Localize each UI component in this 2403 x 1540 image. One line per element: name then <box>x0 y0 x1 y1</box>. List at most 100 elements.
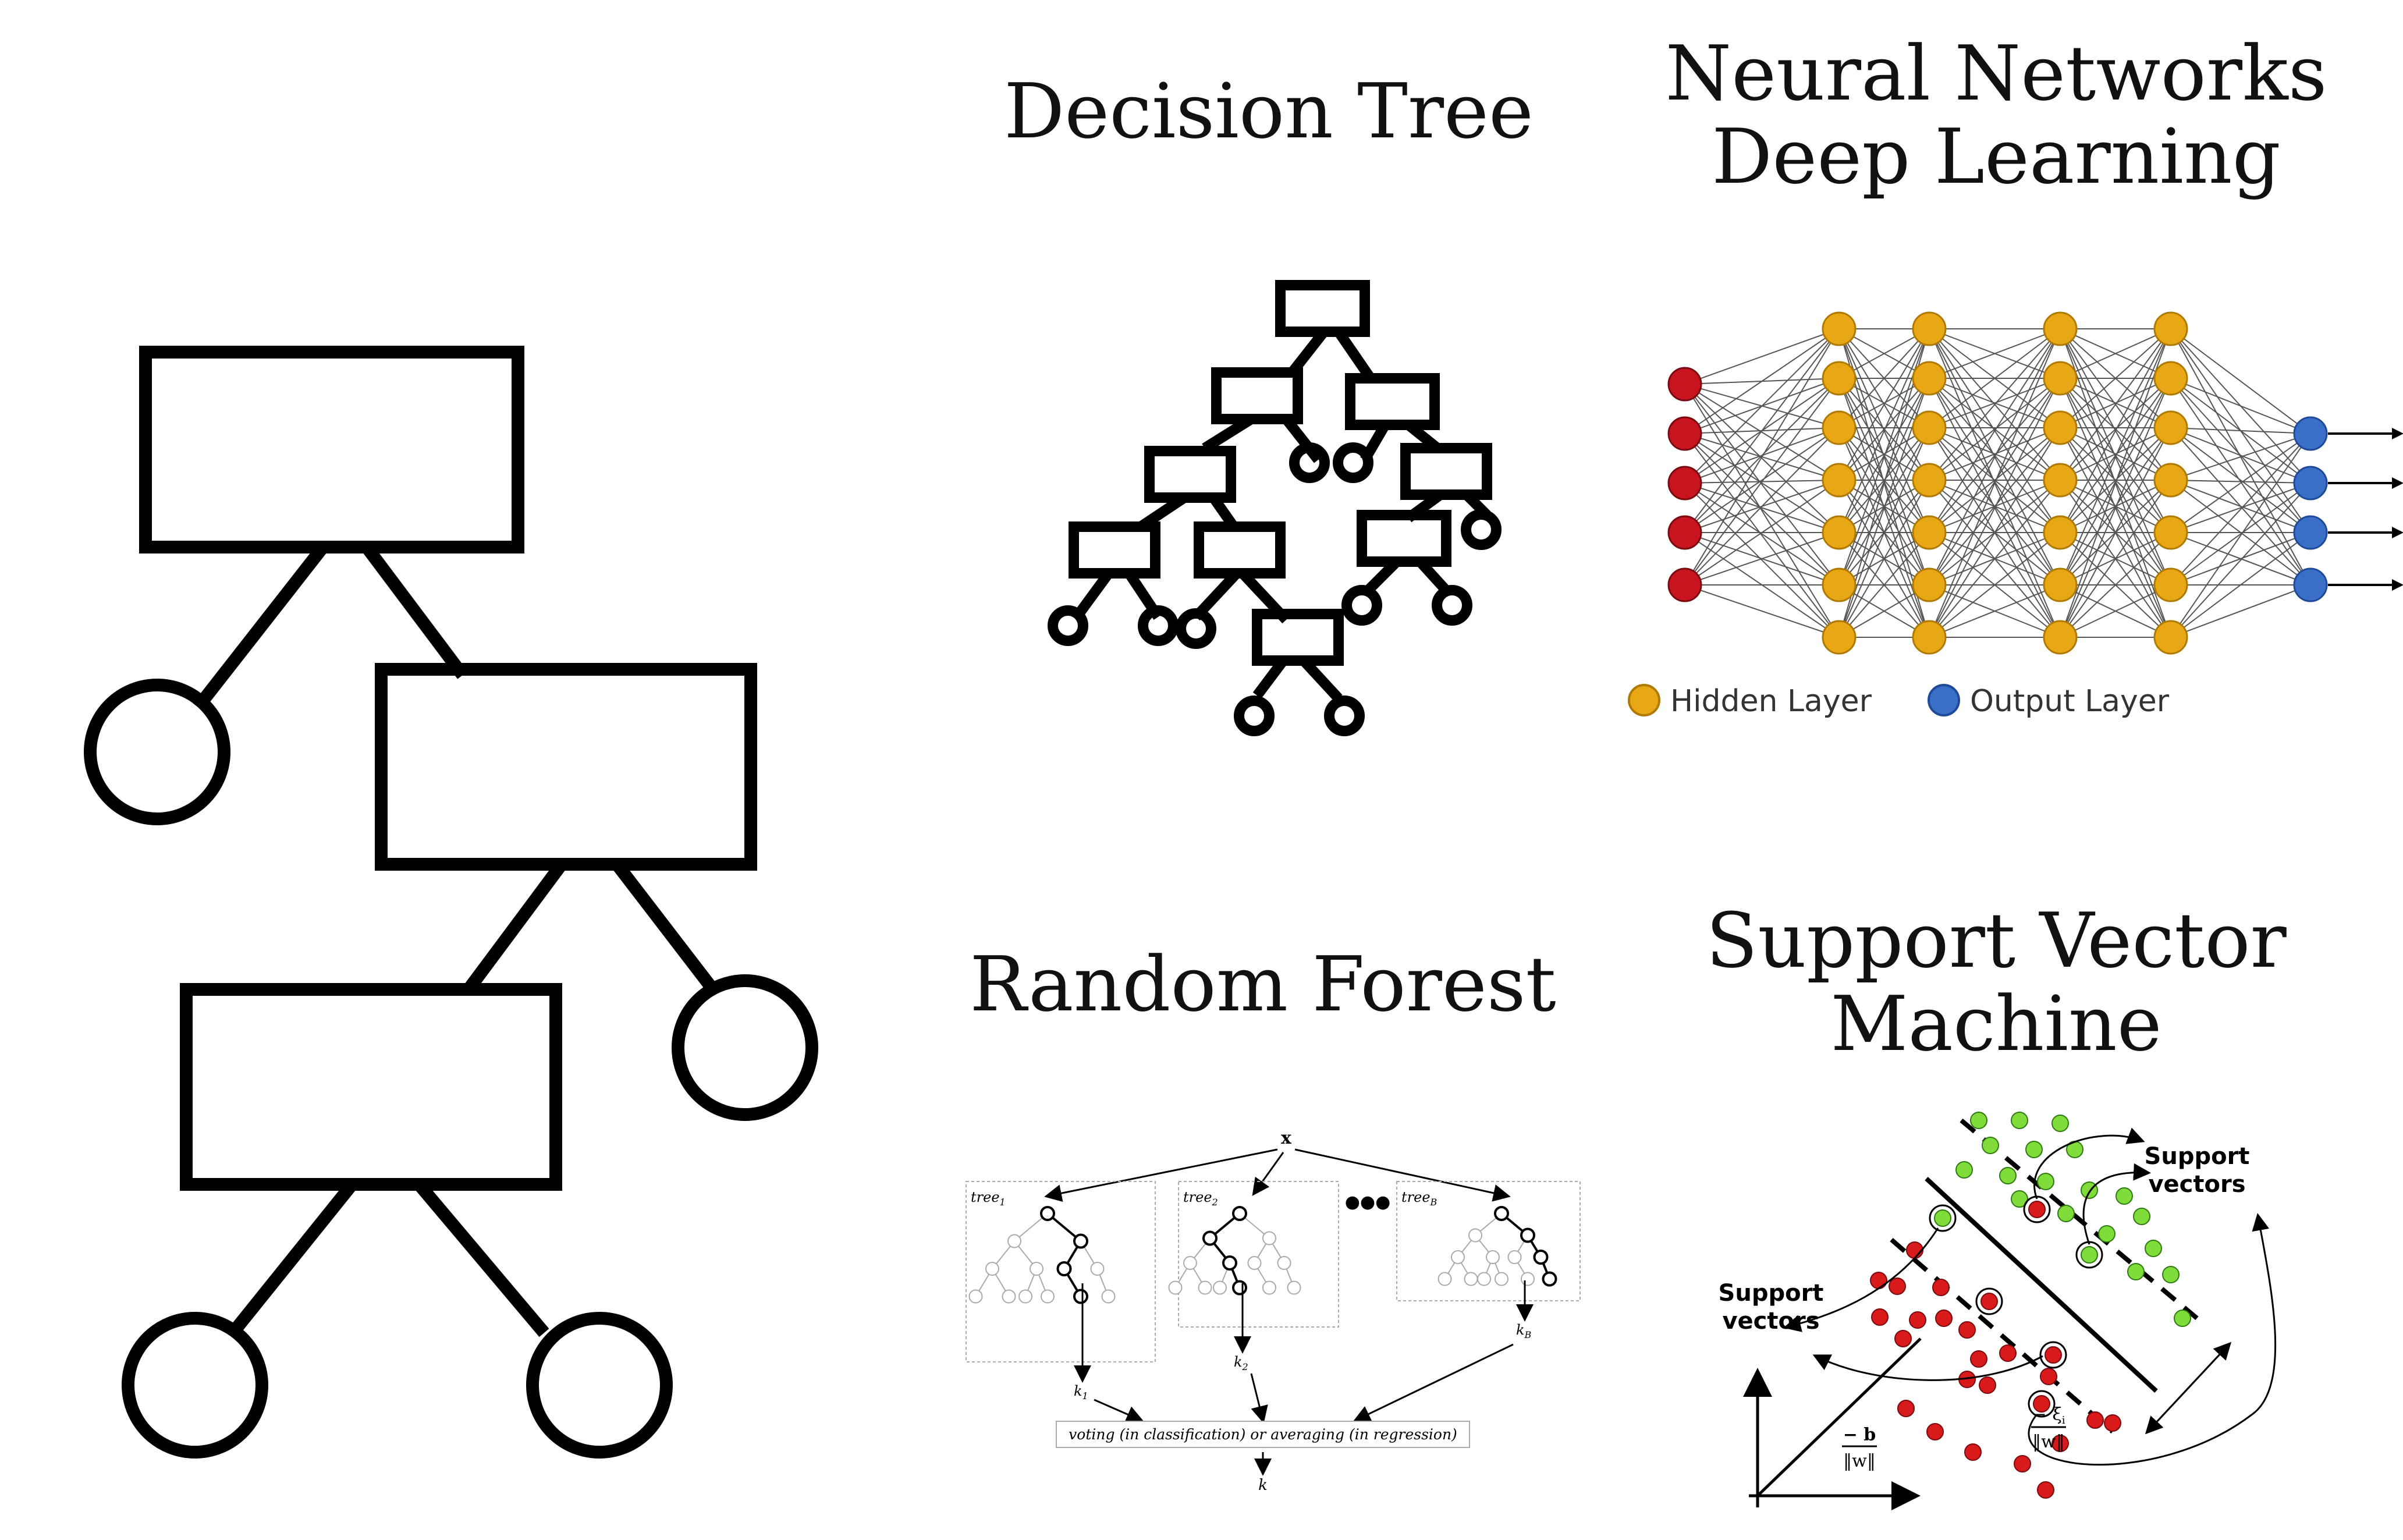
dt-icon-leaf <box>1234 696 1275 736</box>
rf-tree-node <box>1437 1272 1452 1286</box>
nn-connection <box>1838 328 1930 481</box>
nn-connection <box>1929 378 2061 638</box>
dt-icon-edge <box>1287 328 1329 376</box>
svm-negative-point <box>1935 1310 1953 1327</box>
nn-output-node <box>2293 567 2328 602</box>
svm-negative-point <box>2104 1414 2121 1432</box>
nn-connection <box>2170 433 2311 586</box>
svm-negative-point <box>2040 1368 2057 1385</box>
rf-tree-node <box>1090 1262 1105 1276</box>
nn-connection <box>2170 433 2311 533</box>
nn-connection <box>2170 433 2311 638</box>
output-layer-legend-label: Output Layer <box>1970 684 2170 719</box>
nn-connection <box>1929 378 2061 533</box>
rf-tree-2-box <box>1178 1181 1339 1328</box>
dt-icon-edge <box>1300 657 1343 702</box>
nn-hidden-node <box>1912 567 1947 602</box>
nn-connection <box>2170 532 2311 638</box>
svm-heading-line1: Support Vector <box>1706 896 2287 985</box>
nn-connection <box>2060 328 2171 638</box>
large-tree-edge <box>414 1180 549 1337</box>
neural-networks-heading: Neural Networks Deep Learning <box>1618 32 2374 198</box>
svm-support-vectors-left-line2: vectors <box>1722 1308 1819 1335</box>
nn-hidden-node <box>2153 515 2188 550</box>
nn-hidden-node <box>1912 463 1947 498</box>
svm-negative-point <box>2014 1455 2031 1472</box>
nn-hidden-node <box>2043 361 2078 396</box>
dt-icon-node <box>1211 367 1303 424</box>
svm-negative-point <box>2086 1411 2104 1429</box>
nn-connection <box>1684 433 1840 638</box>
random-forest-diagram: x tree1 tree2 treeB ●●● k1 k2 kB voting … <box>966 1128 1581 1494</box>
rf-tree-node <box>1507 1250 1522 1264</box>
large-tree-leaf <box>122 1312 268 1459</box>
rf-tree-b-box <box>1396 1181 1581 1301</box>
nn-hidden-node <box>1822 515 1857 550</box>
large-tree-node-root <box>139 346 524 553</box>
rf-tree-node <box>1018 1289 1032 1304</box>
rf-tree-node <box>1002 1289 1016 1304</box>
nn-connection <box>2170 433 2311 481</box>
svm-positive-point <box>2037 1173 2054 1190</box>
nn-connection <box>1684 433 1840 533</box>
svm-positive-point <box>2127 1263 2145 1280</box>
large-tree-edge <box>228 1180 357 1337</box>
nn-connection <box>2170 427 2311 533</box>
decision-tree-heading: Decision Tree <box>1004 67 1534 155</box>
rf-tree-node <box>1213 1280 1227 1295</box>
nn-connection <box>2060 427 2171 533</box>
large-tree-leaf <box>84 679 230 825</box>
rf-tree-b-output: kB <box>1516 1322 1532 1340</box>
nn-connection <box>1929 328 2061 481</box>
rf-tree-node <box>1262 1280 1276 1295</box>
rf-tree-node <box>1198 1280 1212 1295</box>
rf-tree-1-label: tree1 <box>971 1189 1006 1208</box>
nn-connection <box>2060 480 2171 638</box>
nn-connection <box>1929 378 2061 481</box>
nn-input-node <box>1667 416 1702 451</box>
rf-tree-node <box>1232 1206 1247 1221</box>
dt-icon-node <box>1069 521 1160 579</box>
nn-connection <box>1929 427 2061 586</box>
nn-connection <box>2170 482 2311 586</box>
dt-icon-node <box>1194 521 1286 579</box>
nn-connection <box>2170 480 2311 533</box>
nn-connection <box>2060 328 2171 428</box>
large-tree-edge <box>463 860 567 993</box>
svm-positive-point <box>2174 1310 2191 1327</box>
nn-output-arrowhead <box>2392 527 2403 538</box>
svm-b-denominator: ‖w‖ <box>1843 1451 1876 1471</box>
nn-connection <box>2170 480 2311 484</box>
nn-connection <box>1684 433 1840 586</box>
nn-output-node <box>2293 515 2328 550</box>
dt-icon-node <box>1144 446 1236 503</box>
large-tree-node-2 <box>375 663 757 871</box>
nn-connection <box>1684 427 1840 533</box>
nn-connection <box>1838 427 1930 638</box>
rf-tree-node <box>1101 1289 1116 1304</box>
nn-connection <box>2060 378 2171 428</box>
rf-tree-node <box>1040 1206 1055 1221</box>
nn-hidden-node <box>2043 515 2078 550</box>
rf-vote-arrow <box>1094 1399 1144 1423</box>
nn-output-arrowhead <box>2392 428 2403 439</box>
nn-connection <box>2170 427 2311 484</box>
dt-icon-leaf <box>1432 585 1472 626</box>
nn-connection <box>2060 378 2171 638</box>
svm-negative-point <box>1932 1279 1950 1296</box>
rf-ellipsis: ●●● <box>1345 1192 1391 1212</box>
svm-pointer-curve <box>2082 1163 2151 1245</box>
large-tree-node-3 <box>180 983 562 1191</box>
rf-input-arrow <box>1252 1152 1284 1196</box>
nn-hidden-node <box>1822 410 1857 445</box>
svm-support-vector-ring <box>1929 1204 1957 1232</box>
rf-input-arrow <box>1044 1148 1278 1202</box>
nn-hidden-node <box>1822 463 1857 498</box>
svm-positive-point <box>2051 1115 2069 1132</box>
svm-support-vectors-left-line1: Support <box>1719 1280 1824 1307</box>
dt-icon-leaf <box>1341 585 1382 626</box>
rf-vote-arrow <box>1353 1343 1514 1422</box>
nn-nodes <box>1667 311 2328 655</box>
rf-tree-node <box>1451 1250 1465 1264</box>
svm-pointer-curve <box>1783 1227 1939 1332</box>
